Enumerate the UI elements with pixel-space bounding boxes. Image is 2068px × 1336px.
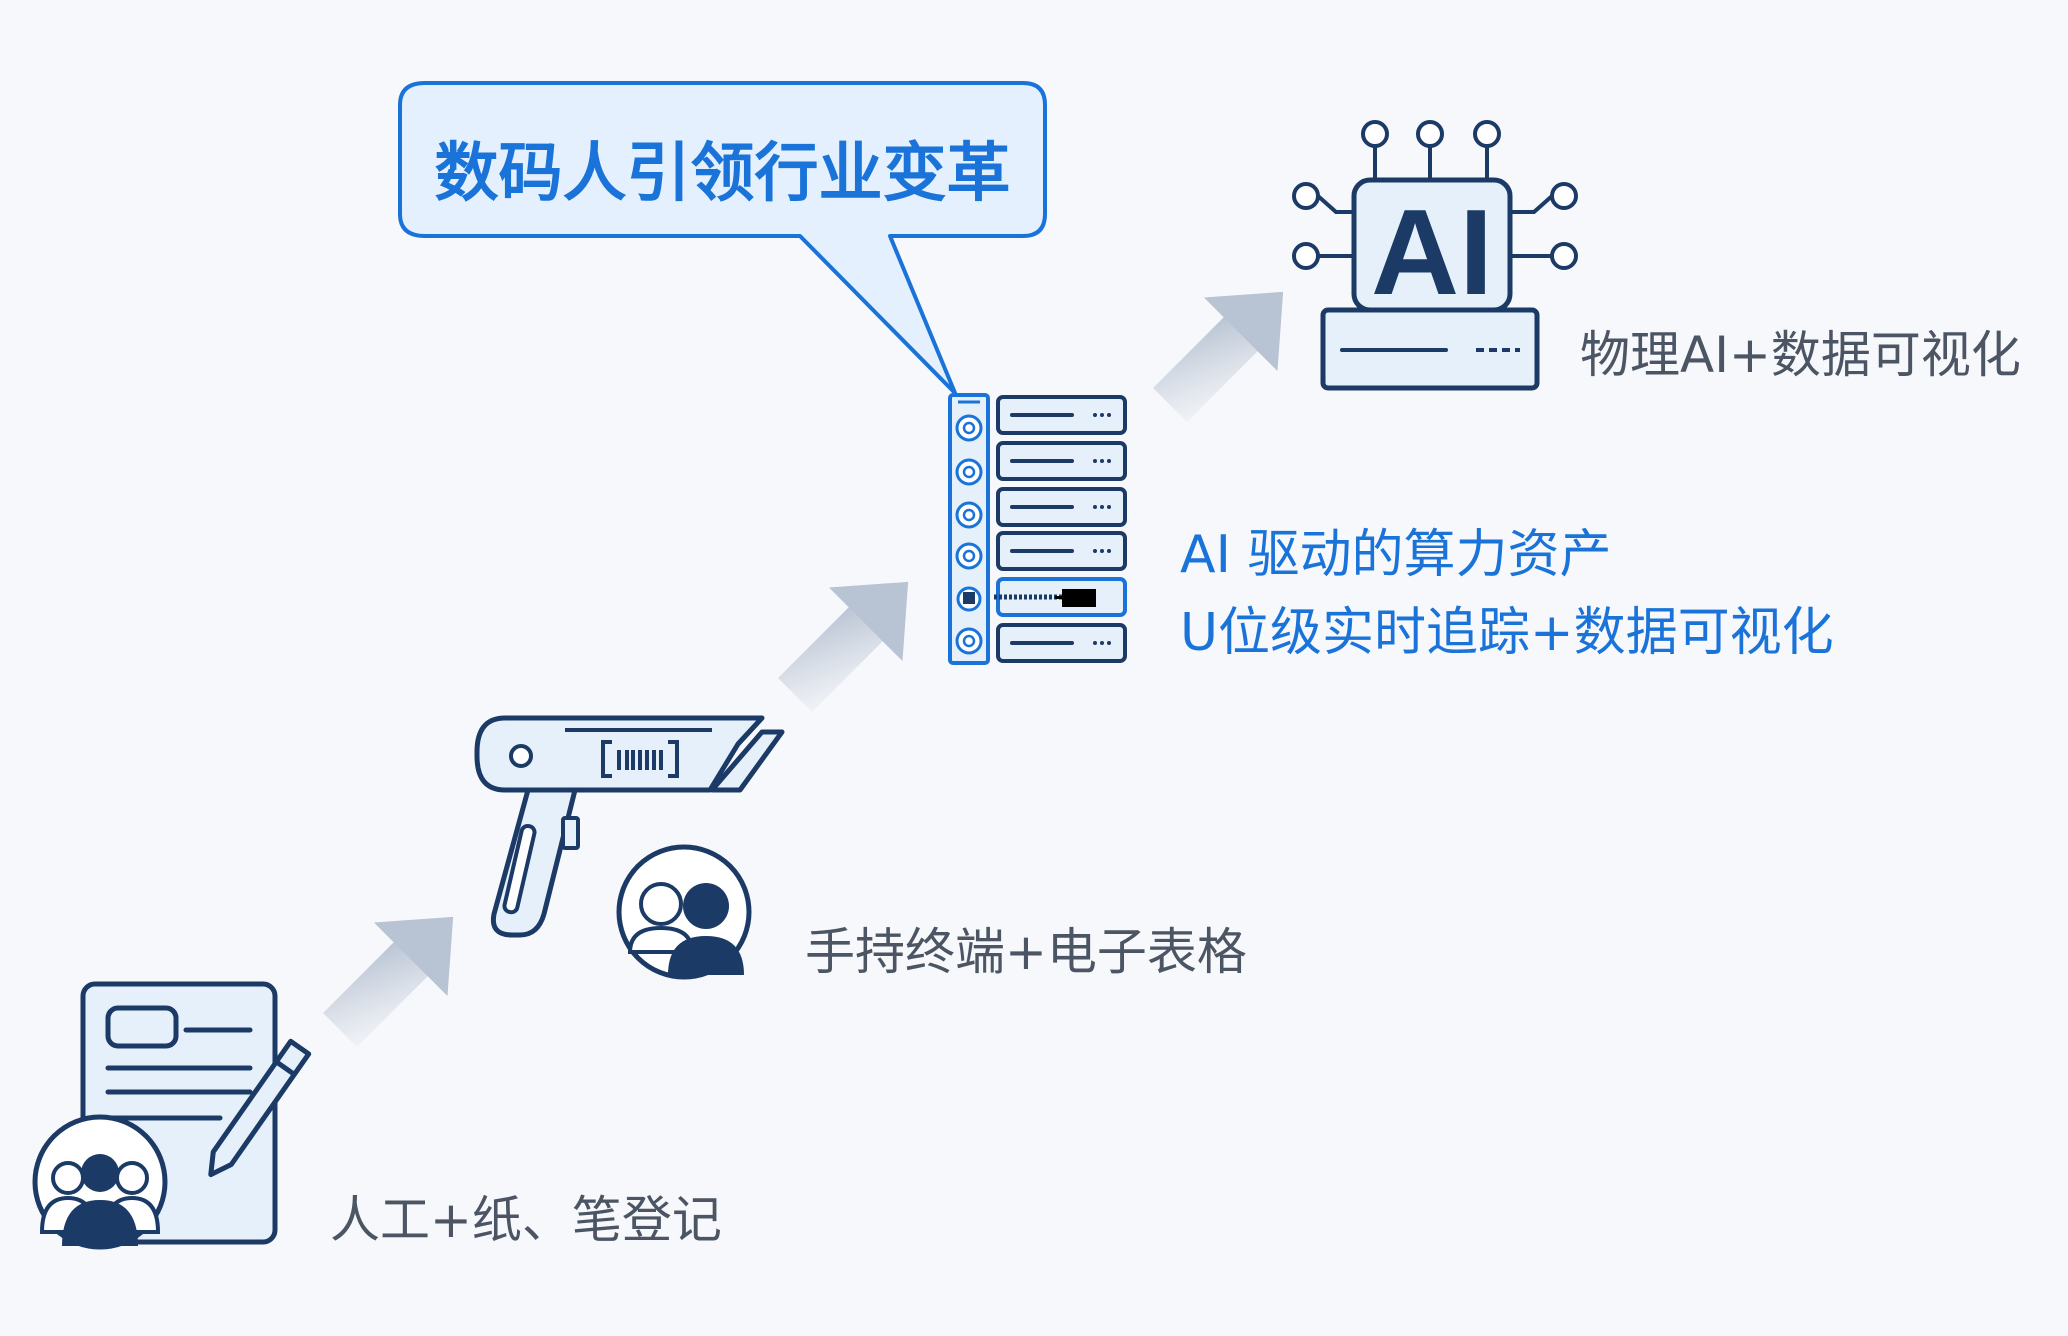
callout-title: 数码人引领行业变革 bbox=[434, 137, 1011, 211]
server-rack-icon bbox=[948, 393, 1127, 665]
callout-bubble bbox=[398, 81, 1047, 395]
stage-label-manual: 人工+纸、笔登记 bbox=[330, 1191, 722, 1249]
stage-label-physical-ai: 物理AI+数据可视化 bbox=[1580, 326, 2021, 384]
arrow-up-right-icon bbox=[1153, 291, 1284, 422]
stage-label-ai-asset-line2: U位级实时追踪+数据可视化 bbox=[1180, 603, 1834, 663]
barcode-scanner-icon bbox=[474, 715, 785, 938]
user-group-icon bbox=[32, 1114, 168, 1250]
stage-label-handheld: 手持终端+电子表格 bbox=[805, 923, 1247, 981]
stage-label-ai-asset-line1: AI 驱动的算力资产 bbox=[1180, 525, 1612, 585]
ai-chip-icon: AI bbox=[1292, 120, 1578, 391]
pen-icon bbox=[208, 1038, 312, 1178]
arrow-up-right-icon bbox=[778, 581, 909, 712]
ai-chip-text: AI bbox=[1371, 184, 1493, 320]
arrow-up-right-icon bbox=[323, 916, 454, 1047]
user-pair-icon bbox=[616, 844, 752, 980]
